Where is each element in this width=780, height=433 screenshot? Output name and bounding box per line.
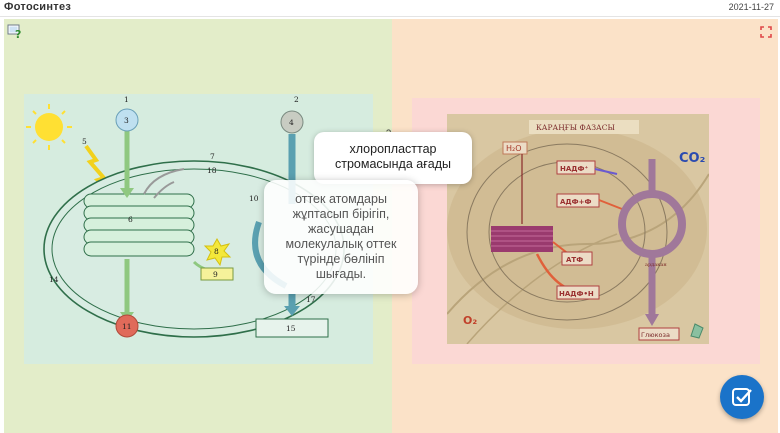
- glucose-label: Глюкоза: [641, 331, 670, 339]
- thylakoid-icon: [491, 226, 553, 252]
- info-popup: оттек атомдары жұптасып бірігіп, жасушад…: [264, 180, 418, 294]
- help-question-icon[interactable]: ?: [7, 23, 23, 41]
- top-bar: Фотосинтез 2021-11-27: [0, 0, 780, 17]
- atf-label: АТФ: [566, 256, 583, 264]
- diagram-label: 6: [128, 215, 133, 224]
- diagram-label: 2: [294, 95, 299, 104]
- diagram-label: 4: [289, 118, 294, 127]
- cycle-label: ардакан: [645, 262, 667, 268]
- sun-icon: [26, 104, 72, 150]
- diagram-label: 17: [306, 295, 316, 304]
- diagram-label: 5: [82, 137, 87, 146]
- co2-label: CO₂: [679, 151, 705, 166]
- diagram-label: 3: [124, 116, 129, 125]
- diagram-label: 14: [49, 275, 59, 284]
- dark-phase-card: КАРАҢҒЫ ФАЗАСЫ H₂O НАДФ⁺ АДФ+Ф: [412, 98, 760, 364]
- diagram-label: 7: [210, 152, 215, 161]
- diagram-label: 15: [286, 324, 296, 333]
- svg-text:?: ?: [15, 28, 21, 39]
- diagram-label: 9: [213, 270, 218, 279]
- check-answer-button[interactable]: [720, 375, 764, 419]
- tooltip-text: хлоропласттар стромасында ағады: [334, 142, 452, 171]
- adf-label: АДФ+Ф: [560, 198, 591, 206]
- dark-phase-title: КАРАҢҒЫ ФАЗАСЫ: [536, 123, 615, 132]
- page-title: Фотосинтез: [4, 1, 72, 13]
- date-label: 2021-11-27: [728, 2, 774, 12]
- diagram-label: 10: [249, 194, 259, 203]
- nadp-plus-label: НАДФ⁺: [560, 165, 588, 173]
- diagram-label: 1: [124, 95, 129, 104]
- thylakoid-stack: [83, 193, 195, 257]
- nadph-label: НАДФ•Н: [559, 290, 594, 298]
- tooltip-bubble: хлоропласттар стромасында ағады: [314, 132, 472, 184]
- check-icon: [732, 388, 752, 406]
- activity-stage: ?: [4, 19, 778, 433]
- diagram-label: 18: [207, 166, 217, 175]
- diagram-label: 11: [122, 322, 132, 331]
- diagram-label: 8: [214, 247, 219, 256]
- popup-text: оттек атомдары жұптасып бірігіп, жасушад…: [285, 192, 397, 281]
- o2-label: O₂: [463, 314, 477, 327]
- fullscreen-icon[interactable]: [760, 25, 772, 38]
- h2o-label: H₂O: [506, 144, 522, 153]
- dark-phase-diagram: КАРАҢҒЫ ФАЗАСЫ H₂O НАДФ⁺ АДФ+Ф: [446, 114, 710, 345]
